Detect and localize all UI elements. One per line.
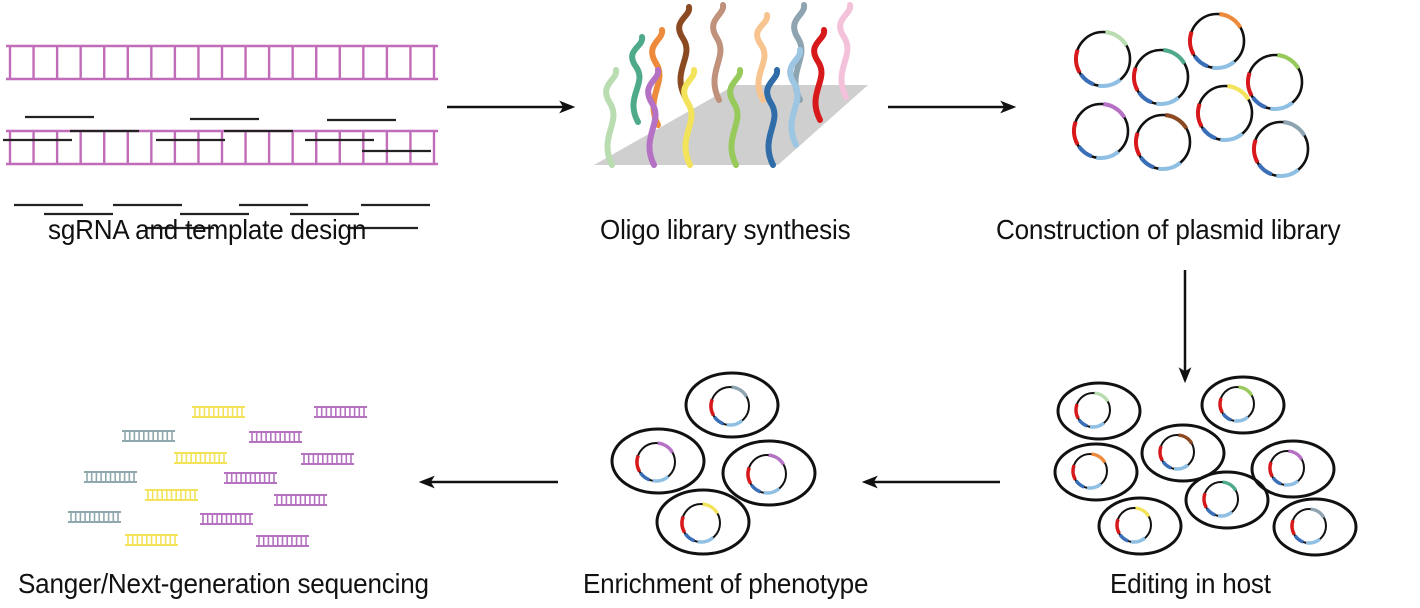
step-label-synthesis: Oligo library synthesis — [600, 214, 851, 245]
dna-ladder — [6, 44, 438, 81]
sequencing-read — [274, 494, 327, 506]
plasmid — [1245, 53, 1304, 112]
oligo-strand — [754, 12, 771, 103]
cell-membrane — [1272, 497, 1358, 557]
enriched-cell — [610, 427, 706, 495]
oligo-strand — [787, 47, 804, 148]
oligo-strand — [676, 4, 693, 100]
cell-membrane — [610, 427, 706, 495]
sequencing-read — [192, 406, 245, 418]
step-label-construction: Construction of plasmid library — [996, 214, 1341, 245]
chip-surface — [594, 85, 868, 165]
host-cell — [1184, 470, 1270, 530]
oligo-strand — [681, 67, 698, 168]
sequencing-read — [249, 431, 302, 443]
dna-design-illustration — [3, 44, 438, 230]
oligo-strand — [727, 67, 744, 168]
plasmid — [635, 441, 676, 483]
step-label-sequencing: Sanger/Next-generation sequencing — [18, 568, 429, 599]
host-cell — [1250, 439, 1336, 499]
sequencing-read — [301, 453, 354, 465]
enriched-cell — [684, 371, 780, 439]
oligo-strand — [629, 34, 646, 125]
sequencing-read — [224, 472, 277, 484]
plasmid — [1251, 120, 1310, 179]
host-cell — [1200, 375, 1286, 435]
plasmid — [1218, 385, 1255, 423]
plasmid-library-illustration — [1071, 12, 1310, 179]
oligo-strand — [710, 2, 727, 103]
plasmid — [1268, 449, 1305, 487]
cell-membrane — [655, 488, 751, 556]
sequencing-read — [174, 452, 227, 464]
sequencing-read — [145, 489, 198, 501]
sequencing-reads-illustration — [68, 406, 367, 547]
plasmid — [1290, 507, 1327, 545]
sequencing-read — [125, 534, 178, 546]
plasmid — [1195, 84, 1254, 143]
step-label-design: sgRNA and template design — [48, 214, 367, 245]
cell-membrane — [1250, 439, 1336, 499]
cell-membrane — [1140, 423, 1226, 483]
flow-arrows — [418, 100, 1192, 489]
cell-membrane — [721, 439, 817, 507]
oligo-chip-illustration — [594, 2, 868, 168]
plasmid — [746, 453, 787, 495]
oligo-strand — [811, 27, 828, 123]
cell-membrane — [1056, 381, 1142, 441]
oligo-strand — [764, 67, 781, 168]
oligo-strand — [645, 67, 662, 168]
cell-membrane — [1097, 496, 1183, 556]
oligo-strand — [837, 2, 854, 100]
plasmid — [1131, 48, 1190, 107]
plasmid — [1071, 102, 1130, 161]
host-cell — [1272, 497, 1358, 557]
plasmid — [1187, 12, 1246, 71]
plasmid — [1073, 30, 1132, 89]
plasmid — [709, 385, 750, 427]
plasmid — [1074, 391, 1111, 429]
plasmid — [1133, 113, 1192, 172]
sequencing-read — [68, 511, 121, 523]
cell-membrane — [684, 371, 780, 439]
host-cell — [1053, 442, 1139, 502]
plasmid — [1158, 433, 1195, 471]
dna-ladder — [6, 129, 438, 166]
plasmid — [1115, 506, 1152, 544]
enriched-cell — [721, 439, 817, 507]
cell-membrane — [1053, 442, 1139, 502]
step-label-enrichment: Enrichment of phenotype — [583, 568, 869, 599]
enriched-cell — [655, 488, 751, 556]
sequencing-read — [314, 406, 367, 418]
oligo-strand — [603, 67, 620, 168]
sequencing-read — [84, 471, 137, 483]
host-cell — [1097, 496, 1183, 556]
host-cell — [1140, 423, 1226, 483]
host-cells-illustration — [1053, 375, 1358, 557]
step-label-editing: Editing in host — [1110, 568, 1271, 599]
host-cell — [1056, 381, 1142, 441]
plasmid — [1202, 480, 1239, 518]
oligo-strand — [791, 2, 808, 103]
plasmid — [1071, 452, 1108, 490]
cell-membrane — [1200, 375, 1286, 435]
sequencing-read — [256, 535, 309, 547]
sequencing-read — [200, 513, 253, 525]
plasmid — [680, 502, 721, 544]
sequencing-read — [122, 430, 175, 442]
enriched-cells-illustration — [610, 371, 817, 556]
cell-membrane — [1184, 470, 1270, 530]
